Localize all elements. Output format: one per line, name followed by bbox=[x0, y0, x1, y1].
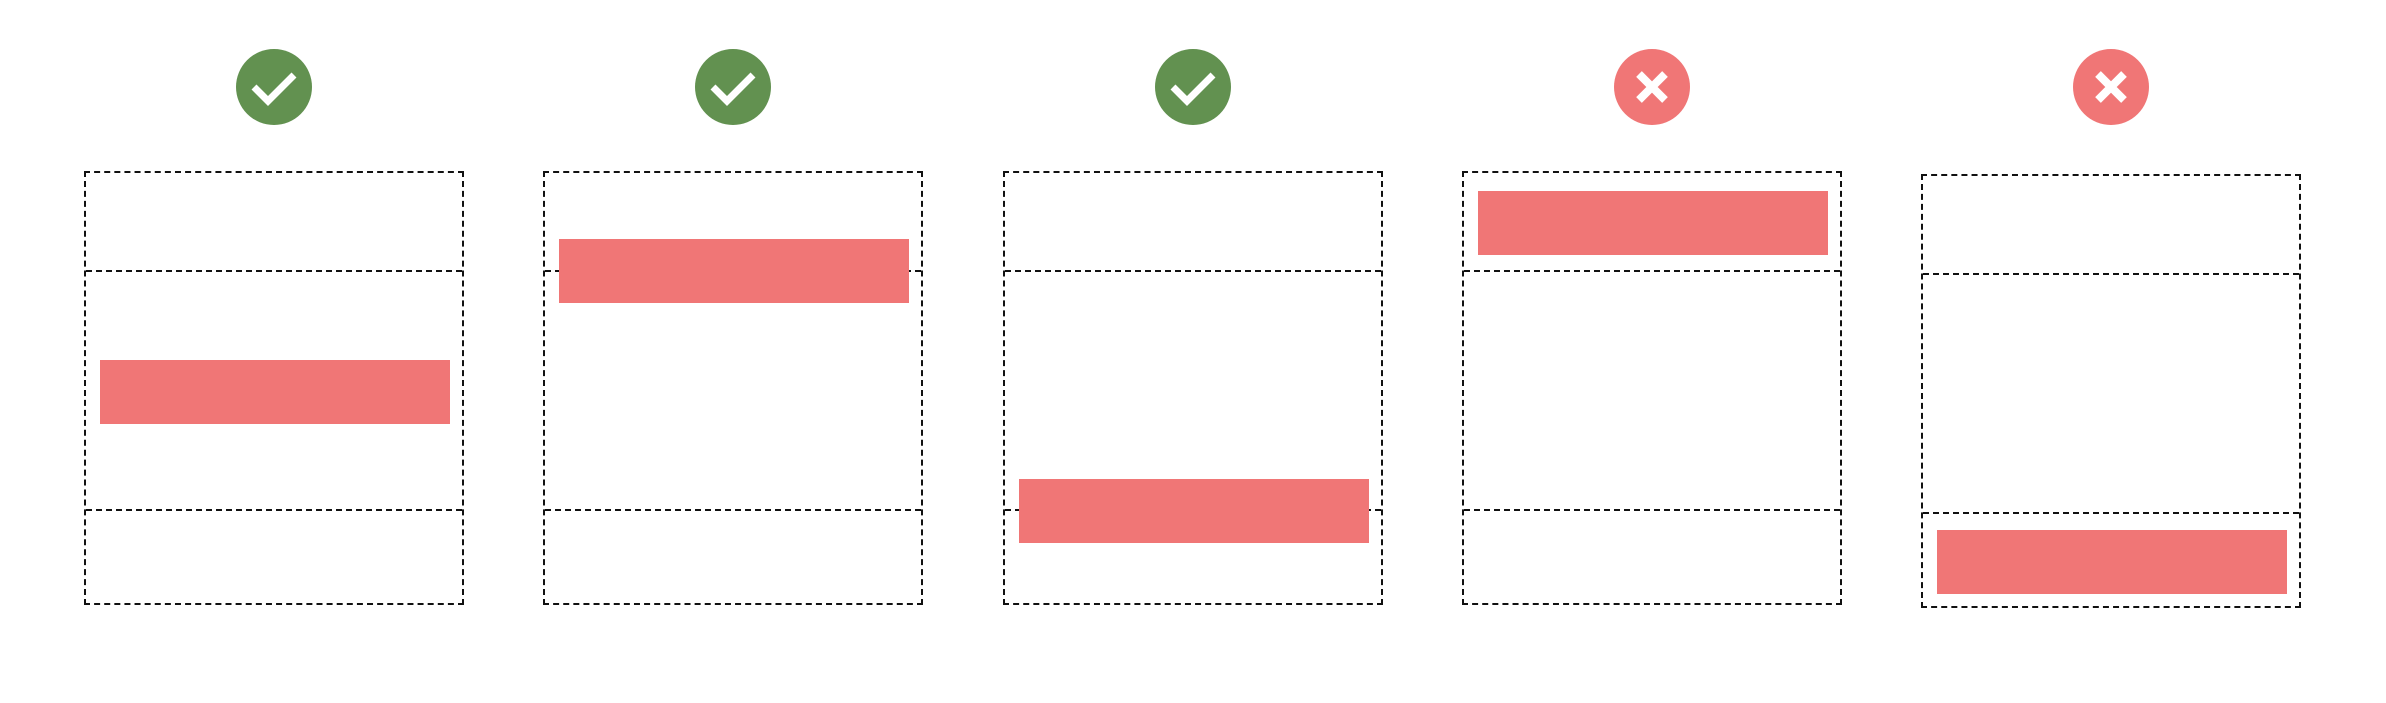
layout-frame bbox=[1003, 171, 1383, 605]
cross-icon bbox=[2073, 49, 2149, 125]
zone-divider-bottom bbox=[1464, 509, 1840, 511]
example-panel-3 bbox=[1003, 0, 1383, 703]
checkmark-icon bbox=[1155, 49, 1231, 125]
example-panel-5 bbox=[1921, 0, 2301, 703]
zone-divider-bottom bbox=[86, 509, 462, 511]
layout-frame bbox=[84, 171, 464, 605]
zone-divider-bottom bbox=[1923, 512, 2299, 514]
layout-frame bbox=[1921, 174, 2301, 608]
content-bar bbox=[100, 360, 450, 424]
zone-divider-top bbox=[1464, 270, 1840, 272]
layout-frame bbox=[1462, 171, 1842, 605]
checkmark-icon bbox=[236, 49, 312, 125]
content-bar bbox=[1937, 530, 2287, 594]
zone-divider-top bbox=[1005, 270, 1381, 272]
zone-divider-bottom bbox=[545, 509, 921, 511]
checkmark-icon bbox=[695, 49, 771, 125]
example-panel-2 bbox=[543, 0, 923, 703]
content-bar bbox=[1019, 479, 1369, 543]
content-bar bbox=[1478, 191, 1828, 255]
zone-divider-top bbox=[86, 270, 462, 272]
layout-frame bbox=[543, 171, 923, 605]
example-panel-1 bbox=[84, 0, 464, 703]
example-panel-4 bbox=[1462, 0, 1842, 703]
zone-divider-top bbox=[1923, 273, 2299, 275]
cross-icon bbox=[1614, 49, 1690, 125]
content-bar bbox=[559, 239, 909, 303]
